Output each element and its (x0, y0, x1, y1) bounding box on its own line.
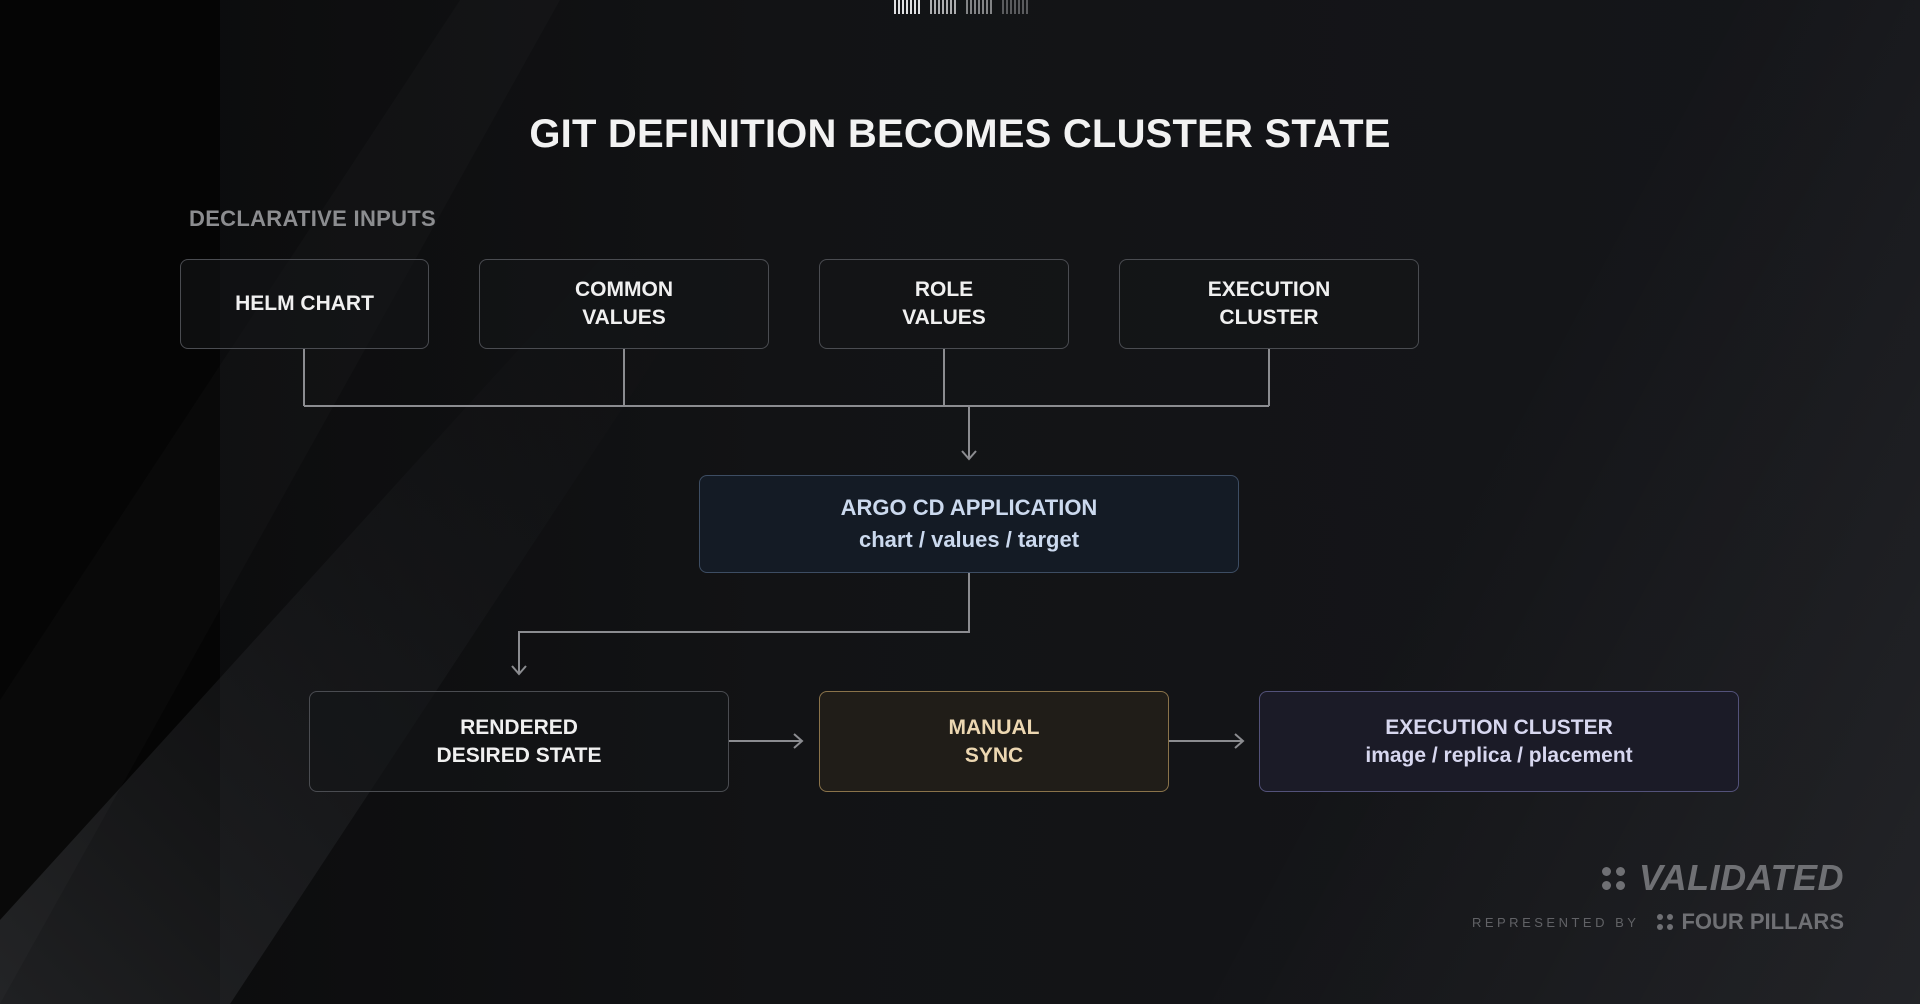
node-label-line1: EXECUTION (1207, 278, 1331, 301)
page-title: GIT DEFINITION BECOMES CLUSTER STATE (529, 112, 1391, 156)
input-node-execution-cluster: EXECUTION CLUSTER (1119, 259, 1419, 349)
node-subtitle: image / replica / placement (1365, 743, 1633, 767)
brand-represented-by: REPRESENTED BY (1471, 914, 1640, 930)
node-title: ARGO CD APPLICATION (840, 495, 1098, 520)
node-execution-cluster: EXECUTION CLUSTER image / replica / plac… (1259, 691, 1739, 792)
partner-logo: FOUR PILLARS (1657, 909, 1844, 935)
node-label-line1: MANUAL (948, 715, 1040, 739)
partner-name: FOUR PILLARS (1681, 909, 1844, 934)
node-label-line2: SYNC (964, 743, 1024, 767)
top-barcode-mark (894, 0, 1028, 14)
partner-dots-icon (1657, 914, 1674, 930)
node-argo-cd-application: ARGO CD APPLICATION chart / values / tar… (699, 475, 1239, 573)
node-rendered-desired-state: RENDERED DESIRED STATE (309, 691, 729, 792)
input-node-common-values: COMMON VALUES (479, 259, 769, 349)
brand-partner-line: REPRESENTED BY FOUR PILLARS (1472, 909, 1844, 935)
node-label-line1: RENDERED (460, 715, 578, 739)
node-manual-sync: MANUAL SYNC (819, 691, 1169, 792)
node-label-line1: ROLE (914, 278, 974, 301)
node-label-line1: COMMON (575, 278, 673, 301)
input-node-role-values: ROLE VALUES (819, 259, 1069, 349)
node-subtitle: chart / values / target (858, 527, 1080, 552)
node-label-line2: CLUSTER (1219, 306, 1319, 329)
node-label: HELM CHART (235, 292, 374, 315)
input-node-helm-chart: HELM CHART (180, 259, 429, 349)
node-label-line2: VALUES (902, 306, 986, 329)
brand-name: VALIDATED (1638, 857, 1844, 898)
node-label-line2: VALUES (582, 306, 666, 329)
brand-dots-icon (1601, 866, 1625, 890)
node-label-line2: DESIRED STATE (436, 743, 602, 767)
brand-footer: VALIDATED REPRESENTED BY FOUR PILLARS (1472, 857, 1844, 935)
node-title: EXECUTION CLUSTER (1385, 715, 1613, 739)
section-label-declarative-inputs: DECLARATIVE INPUTS (189, 206, 437, 231)
brand-logo: VALIDATED (1601, 857, 1844, 899)
